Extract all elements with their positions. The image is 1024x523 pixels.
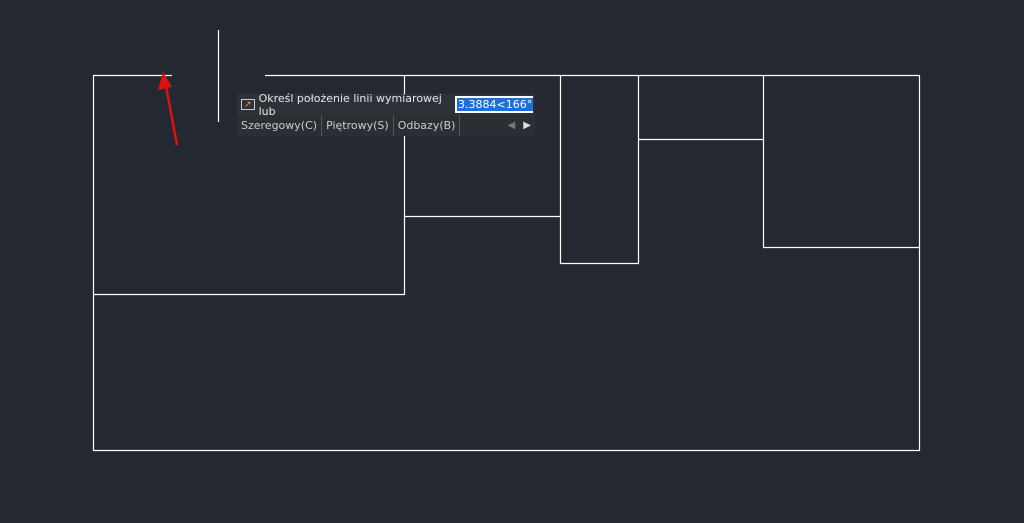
option-odbazy[interactable]: Odbazy(B): [394, 115, 461, 136]
arrow-left-icon[interactable]: ◀: [507, 120, 516, 131]
room-5: [762, 75, 919, 249]
room-1: [93, 75, 406, 296]
dynamic-input-tooltip: ↗ Określ położenie linii wymiarowej lub …: [237, 91, 535, 136]
arrow-right-icon[interactable]: ▶: [523, 120, 531, 131]
outer-outline: [92, 74, 921, 452]
option-pietrowy[interactable]: Piętrowy(S): [322, 115, 394, 136]
dimension-icon: ↗: [241, 99, 255, 110]
option-szeregowy[interactable]: Szeregowy(C): [237, 115, 323, 136]
dimension-value-input[interactable]: 3.3884<166°: [455, 96, 534, 113]
room-3: [559, 75, 640, 265]
prompt-text: Określ położenie linii wymiarowej lub: [258, 91, 442, 118]
annotation-arrow: [158, 72, 179, 146]
dimension-value: 3.3884<166°: [457, 98, 534, 111]
